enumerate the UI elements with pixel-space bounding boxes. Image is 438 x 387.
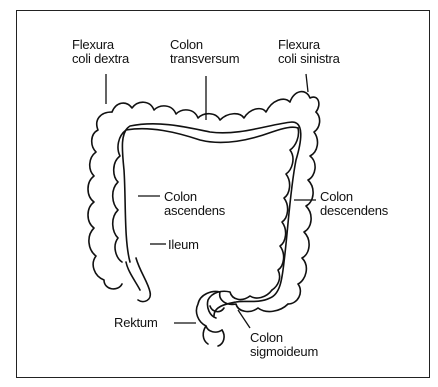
label-flexura-coli-sinistra: Flexura coli sinistra — [278, 38, 340, 66]
colon-descendens-outer — [288, 112, 320, 304]
label-colon-transversum: Colon transversum — [170, 38, 239, 66]
leader-flexura-sinistra — [306, 74, 308, 92]
colon-transversum-inner — [126, 127, 298, 142]
rektum-shape — [203, 306, 224, 346]
label-rektum: Rektum — [114, 316, 158, 330]
ileum-inner — [126, 262, 140, 290]
label-colon-sigmoideum: Colon sigmoideum — [250, 331, 318, 359]
label-colon-descendens: Colon descendens — [320, 190, 388, 218]
colon-sigmoideum-inner — [207, 290, 272, 318]
label-flexura-coli-dextra: Flexura coli dextra — [72, 38, 129, 66]
leader-colon-sigmoideum — [238, 310, 250, 328]
colon-ascendens-outer — [88, 112, 122, 289]
label-ileum: Ileum — [168, 238, 199, 252]
colon-transversum-outer — [112, 92, 319, 120]
ileum-shape — [136, 258, 150, 302]
label-colon-ascendens: Colon ascendens — [164, 190, 225, 218]
colon-descendens-inner — [272, 128, 299, 290]
colon-ascendens-inner — [113, 130, 126, 262]
